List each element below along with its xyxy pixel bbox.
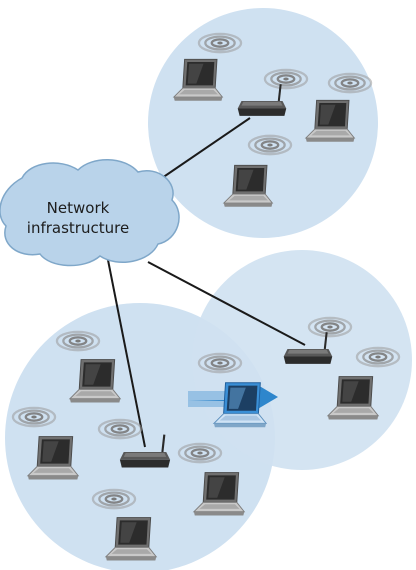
signal-icon (197, 32, 243, 54)
link-cloud-to-left-ap (107, 259, 146, 448)
mobile-host (188, 352, 278, 428)
signal-icon (91, 488, 137, 510)
signal-icon (307, 316, 353, 338)
signal-icon (355, 346, 401, 368)
cloud-label-line1: Network (47, 199, 110, 217)
signal-icon (247, 134, 293, 156)
signal-icon (55, 330, 101, 352)
signal-icon (197, 352, 243, 374)
cloud-shape (0, 159, 180, 267)
motion-arrow-head-icon (256, 384, 278, 410)
signal-icon (327, 72, 373, 94)
link-cloud-to-right-ap (147, 261, 306, 346)
cloud-label-line2: infrastructure (27, 219, 129, 237)
signal-icon (97, 418, 143, 440)
signal-icon (11, 406, 57, 428)
signal-icon (263, 68, 309, 90)
network-cloud: Network infrastructure (0, 159, 180, 267)
signal-icon (177, 442, 223, 464)
